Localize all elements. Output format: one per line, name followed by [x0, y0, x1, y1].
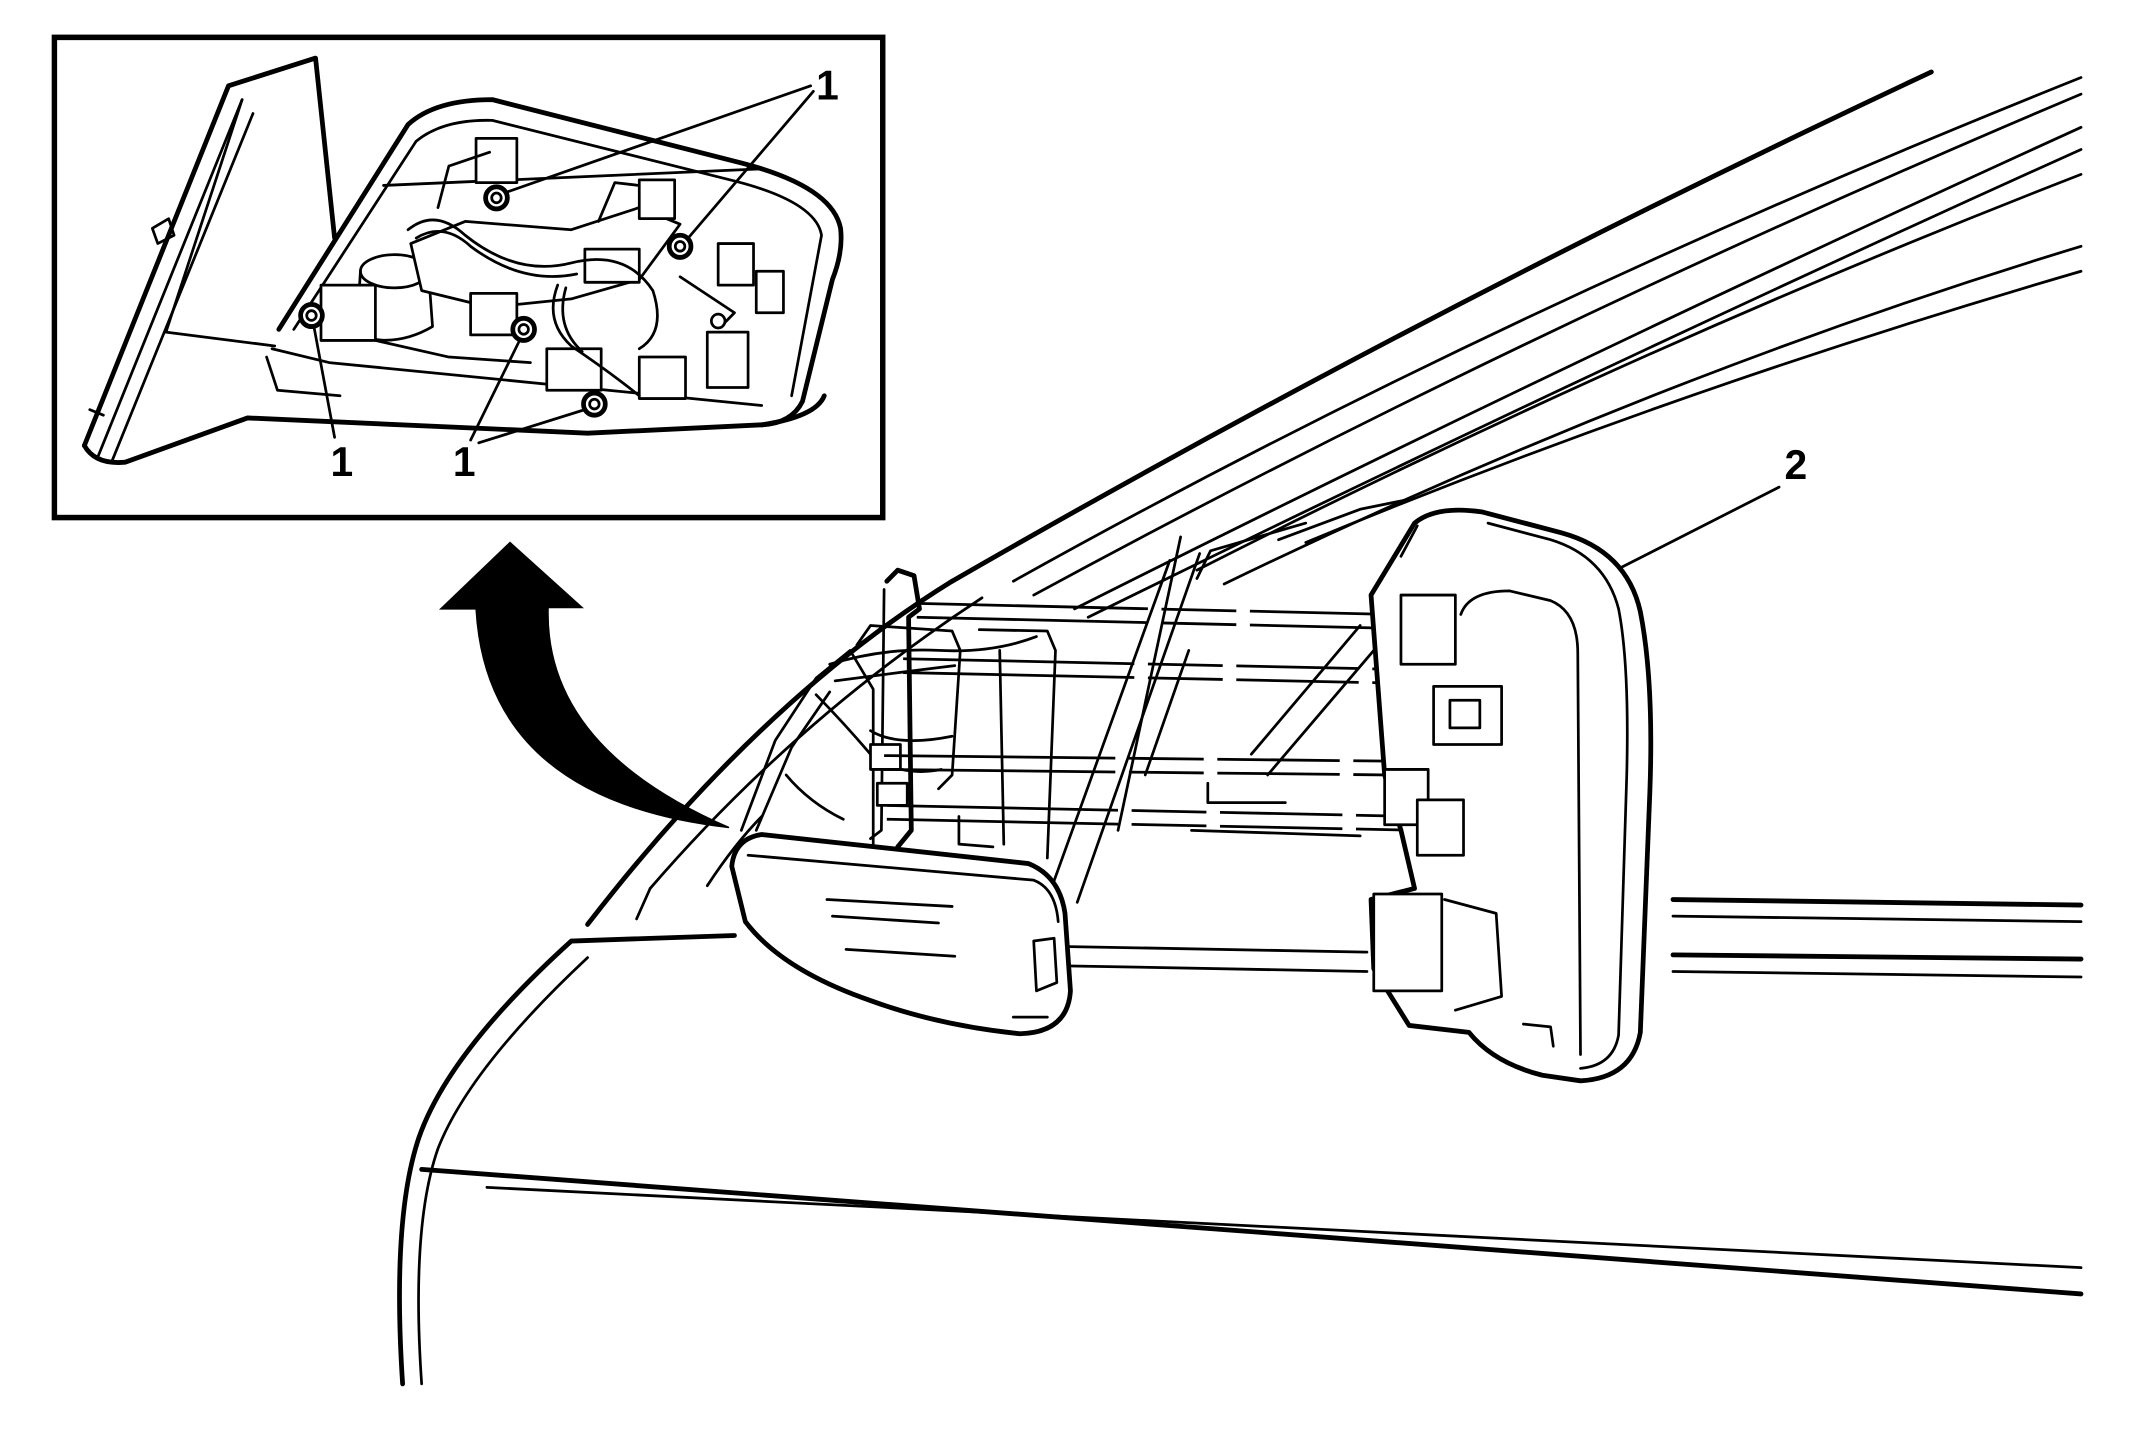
wire-harness [414, 230, 579, 278]
callout-leader [477, 408, 587, 445]
door-belt-line [1671, 914, 2083, 924]
callout-leader [312, 326, 336, 439]
callout-leader [686, 89, 815, 240]
door-front-edge [397, 933, 737, 1387]
pillar-line [705, 815, 764, 888]
screw-icon [483, 184, 510, 212]
callout-leader [1619, 485, 1781, 569]
pillar-line [648, 596, 984, 890]
callout-1-top: 1 [504, 62, 839, 240]
connector-clip [875, 781, 909, 807]
frame-line [1222, 244, 2083, 586]
callout-leader [469, 339, 521, 442]
wire-harness [561, 286, 584, 353]
door-body [397, 897, 2084, 1387]
pillar-line [635, 887, 652, 921]
callout-label-inset-bottom-left: 1 [331, 439, 354, 485]
inset-internal-mechanism [319, 137, 785, 400]
door-belt-line [1670, 897, 2084, 908]
housing-clip [1448, 698, 1482, 730]
screw-icon [298, 302, 325, 330]
mirror-glass [81, 55, 337, 464]
frame-line [1304, 269, 2083, 544]
door-belt-line [1671, 970, 2083, 979]
mirror-base-cover [729, 832, 1073, 1037]
callout-label-inset-bottom-center: 1 [453, 439, 476, 485]
callout-2: 2 [1619, 442, 1808, 569]
mirror-mount-bracket [739, 567, 1057, 860]
window-glass-reflections [1045, 535, 1376, 904]
callout-1-bottom-center: 1 [453, 339, 587, 485]
callout-1-bottom-left: 1 [312, 326, 354, 485]
housing-clip [1399, 593, 1457, 666]
door-body-line [485, 1185, 2083, 1270]
window-frame-pillar [585, 69, 2083, 927]
door-belt-line [1670, 952, 2084, 962]
frame-line [1086, 148, 2083, 619]
exploded-alignment-lines [884, 601, 1418, 838]
frame-line [1195, 172, 2083, 572]
callout-label-inset-top: 1 [816, 62, 839, 108]
pillar-line [585, 578, 955, 927]
frame-line [1073, 125, 2083, 611]
inset-detail-view: 1 1 1 [51, 34, 886, 521]
wire-harness [551, 283, 641, 398]
screw-icon [666, 232, 694, 260]
frame-line [1011, 76, 2083, 583]
frame-line [1195, 521, 1308, 580]
callout-label-mirror-housing: 2 [1785, 442, 1808, 488]
frame-line [1277, 496, 1416, 542]
screw-icon [510, 315, 537, 343]
frame-line-outer [949, 69, 1934, 584]
frame-line [1032, 92, 2083, 597]
door-belt-line [1067, 945, 1369, 954]
mirror-housing [1368, 507, 1654, 1084]
housing-clip [1415, 798, 1465, 857]
door-front-edge-inner [417, 956, 589, 1386]
wire-harness [406, 218, 659, 351]
housing-clip [1372, 892, 1444, 993]
screw-icon [581, 390, 608, 418]
door-belt-line [1070, 964, 1369, 973]
callout-leader [504, 84, 813, 194]
door-body-line [419, 1166, 2084, 1297]
curved-arrow-icon [438, 541, 730, 829]
